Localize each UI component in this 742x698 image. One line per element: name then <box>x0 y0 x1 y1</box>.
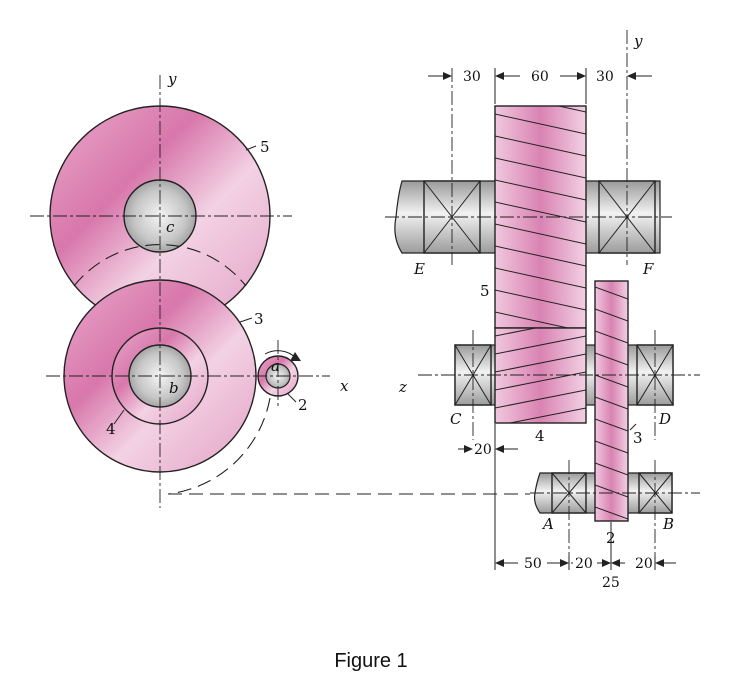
gear-2-side-label: 2 <box>606 529 616 547</box>
dim-top-left: 30 <box>463 69 481 85</box>
side-view <box>385 30 700 570</box>
dim-bot-1: 50 <box>524 556 542 572</box>
gear-5-side <box>494 105 587 329</box>
end-view <box>30 75 530 508</box>
bearing-E-label: E <box>413 260 425 278</box>
dim-top-mid: 60 <box>531 69 549 85</box>
dim-bot-3: 25 <box>602 575 620 591</box>
bearing-C-label: C <box>450 410 462 428</box>
axis-x-label: x <box>340 377 349 395</box>
gear-3-side <box>594 280 629 522</box>
figure-caption: Figure 1 <box>334 650 408 672</box>
center-c-label: c <box>166 218 175 236</box>
dim-top-right: 30 <box>596 69 614 85</box>
axis-y-left-label: y <box>167 70 177 88</box>
rotation-arrow-icon <box>290 352 301 361</box>
gear-4-side-label: 4 <box>535 427 545 445</box>
bearing-B-label: B <box>662 515 674 533</box>
center-b-label: b <box>169 379 179 397</box>
dim-mid-left: 20 <box>474 442 492 458</box>
bearing-A-label: A <box>541 515 554 533</box>
center-a-label: a <box>271 357 280 375</box>
bearing-F-label: F <box>642 260 654 278</box>
gear-3-label: 3 <box>254 310 264 328</box>
gear-5-side-label: 5 <box>480 282 490 300</box>
gear-3-side-label: 3 <box>633 429 643 447</box>
gear-2-label: 2 <box>298 396 308 414</box>
bearing-D-label: D <box>658 410 671 428</box>
dim-bot-4: 20 <box>635 556 653 572</box>
gear-4-label: 4 <box>106 420 116 438</box>
dim-bot-2: 20 <box>575 556 593 572</box>
axis-y-right-label: y <box>633 32 643 50</box>
axis-z-label: z <box>398 378 407 396</box>
gear-5-label: 5 <box>260 138 270 156</box>
gear-4-side <box>494 327 587 424</box>
